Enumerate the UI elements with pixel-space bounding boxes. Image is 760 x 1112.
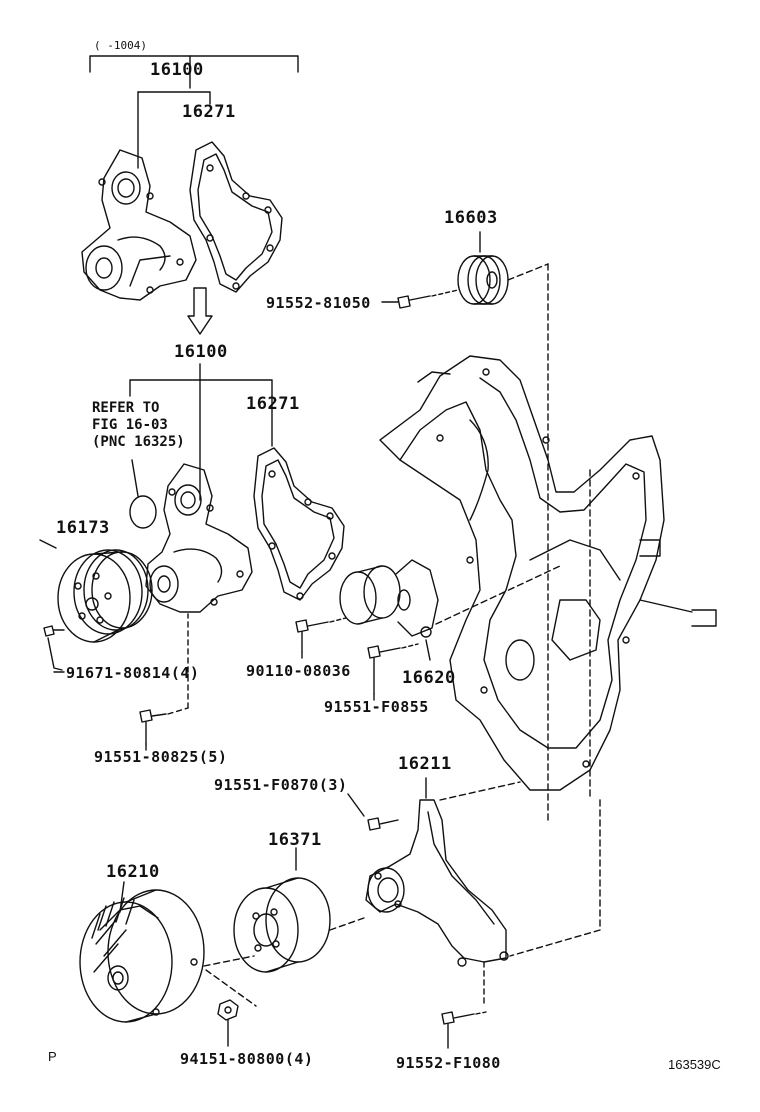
label-16100-old: 16100 (150, 60, 204, 80)
footer-left: P (48, 1049, 57, 1064)
pump-pulley (39, 539, 153, 643)
label-16271-new: 16271 (246, 394, 300, 414)
lower-bracket (129, 363, 273, 501)
tensioner (339, 559, 561, 661)
bolt-bracket-lower (441, 1011, 487, 1049)
fluid-coupling (79, 881, 257, 1023)
header-bracket (89, 55, 299, 169)
header-note: ( -1004) (94, 39, 147, 52)
label-16271-old: 16271 (182, 102, 236, 122)
label-94151-80800: 94151-80800(4) (180, 1050, 314, 1068)
label-16371: 16371 (268, 830, 322, 850)
label-16210: 16210 (106, 862, 160, 882)
label-16603: 16603 (444, 208, 498, 228)
refer-line-1: REFER TO (92, 400, 160, 416)
label-91552-81050: 91552-81050 (266, 294, 371, 312)
bolt-tensioner-mount (367, 643, 419, 695)
leader-lines (53, 651, 375, 751)
bolt-idler-upper (381, 289, 459, 309)
gasket-new (253, 447, 345, 601)
refer-line-3: (PNC 16325) (92, 434, 185, 450)
label-91551-80825: 91551-80825(5) (94, 748, 228, 766)
fan-pulley (233, 847, 365, 973)
bolt-pulley-pump (43, 625, 65, 671)
label-16100-new: 16100 (174, 342, 228, 362)
bolt-tensioner (295, 617, 347, 653)
water-pump-old (81, 149, 197, 301)
label-91671-80814: 91671-80814(4) (66, 664, 200, 682)
o-ring (129, 495, 157, 529)
bolt-bracket (347, 793, 399, 831)
gasket-old (189, 141, 283, 293)
label-16173: 16173 (56, 518, 110, 538)
supersession-arrow (187, 287, 213, 335)
label-91551-F0855: 91551-F0855 (324, 698, 429, 716)
label-16620: 16620 (402, 668, 456, 688)
idler-pulley-upper (457, 231, 549, 821)
label-90110-08036: 90110-08036 (246, 662, 351, 680)
diagram-id: 163539C (668, 1057, 721, 1072)
refer-line-2: FIG 16-03 (92, 417, 168, 433)
label-91552-F1080: 91552-F1080 (396, 1054, 501, 1072)
label-16211: 16211 (398, 754, 452, 774)
label-91551-F0870: 91551-F0870(3) (214, 776, 348, 794)
o-ring-leader (131, 459, 139, 497)
water-pump-new (145, 463, 253, 613)
timing-cover (379, 355, 717, 957)
fan-bracket (365, 777, 521, 1005)
bolt-pump (139, 613, 189, 745)
nut-coupling (217, 999, 239, 1047)
